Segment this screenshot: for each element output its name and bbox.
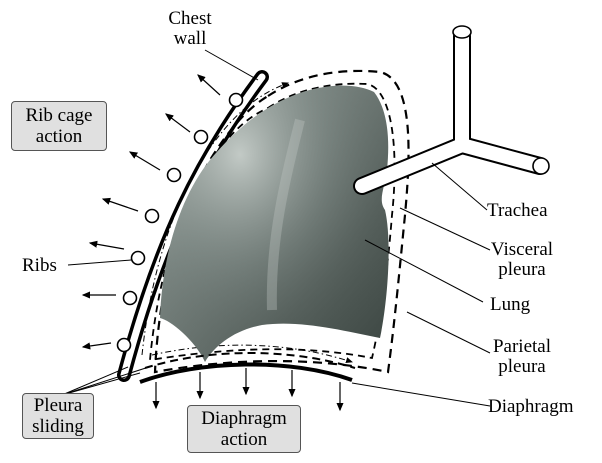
rib	[118, 339, 131, 352]
rib	[230, 94, 243, 107]
label-visceral-pleura: Visceral pleura	[482, 240, 562, 280]
label-parietal-pleura: Parietal pleura	[482, 337, 562, 377]
trachea-right-opening	[533, 158, 549, 174]
rib	[146, 210, 159, 223]
rib	[132, 252, 145, 265]
label-rib-cage-action: Rib cage action	[11, 101, 107, 151]
leader-pleura-sliding-1	[62, 367, 128, 395]
leader-visceral-pleura	[400, 208, 490, 250]
label-trachea: Trachea	[487, 201, 548, 221]
label-pleura-sliding: Pleura sliding	[22, 393, 94, 439]
label-diaphragm: Diaphragm	[488, 397, 573, 417]
rib	[124, 292, 137, 305]
leader-parietal-pleura	[407, 312, 490, 353]
leader-ribs	[68, 260, 131, 265]
label-chest-wall: Chest wall	[160, 9, 220, 49]
label-lung: Lung	[490, 295, 530, 315]
trachea-tube	[362, 26, 549, 186]
rib	[195, 131, 208, 144]
trachea-top-opening	[453, 26, 471, 38]
label-diaphragm-action: Diaphragm action	[187, 405, 301, 453]
leader-diaphragm	[352, 383, 490, 406]
rib	[168, 169, 181, 182]
leader-pleura-sliding-3	[62, 366, 152, 395]
diaphragm-arrows	[156, 368, 340, 410]
label-ribs: Ribs	[22, 256, 57, 276]
leader-trachea	[432, 163, 487, 210]
leader-chest-wall	[205, 50, 258, 80]
